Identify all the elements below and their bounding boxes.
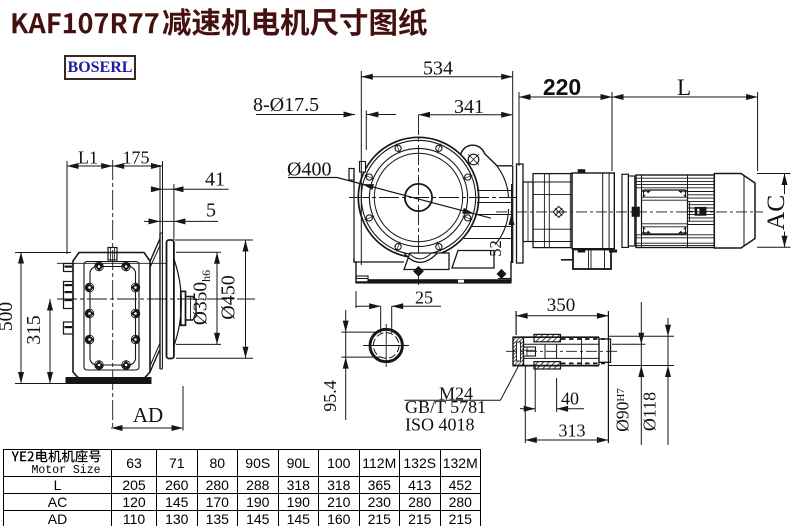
svg-text:315: 315 bbox=[24, 315, 45, 344]
svg-text:Ø400: Ø400 bbox=[287, 159, 331, 181]
svg-text:ISO 4018: ISO 4018 bbox=[405, 415, 475, 435]
svg-text:Ø118: Ø118 bbox=[640, 392, 660, 431]
svg-text:M24: M24 bbox=[439, 384, 473, 404]
svg-text:534: 534 bbox=[423, 58, 453, 80]
svg-text:175: 175 bbox=[123, 148, 150, 168]
svg-text:5: 5 bbox=[206, 200, 216, 222]
svg-text:8-Ø17.5: 8-Ø17.5 bbox=[253, 94, 319, 116]
svg-text:500: 500 bbox=[0, 302, 17, 331]
svg-text:40: 40 bbox=[561, 389, 579, 409]
svg-text:95.4: 95.4 bbox=[320, 380, 340, 412]
svg-text:AD: AD bbox=[133, 403, 163, 427]
svg-text:GB/T 5781: GB/T 5781 bbox=[405, 397, 486, 417]
svg-text:52: 52 bbox=[486, 240, 505, 257]
svg-text:220: 220 bbox=[543, 74, 581, 100]
svg-text:Ø450: Ø450 bbox=[218, 275, 240, 319]
svg-text:L1: L1 bbox=[78, 148, 98, 168]
svg-text:AC: AC bbox=[761, 195, 790, 230]
svg-text:313: 313 bbox=[559, 421, 586, 441]
svg-text:Ø90H7: Ø90H7 bbox=[613, 388, 633, 432]
svg-text:41: 41 bbox=[205, 169, 225, 191]
svg-text:350: 350 bbox=[547, 295, 576, 316]
svg-text:25: 25 bbox=[415, 288, 433, 308]
svg-text:L: L bbox=[677, 75, 691, 100]
svg-text:341: 341 bbox=[454, 96, 484, 118]
svg-text:Ø350h6: Ø350h6 bbox=[191, 270, 214, 325]
